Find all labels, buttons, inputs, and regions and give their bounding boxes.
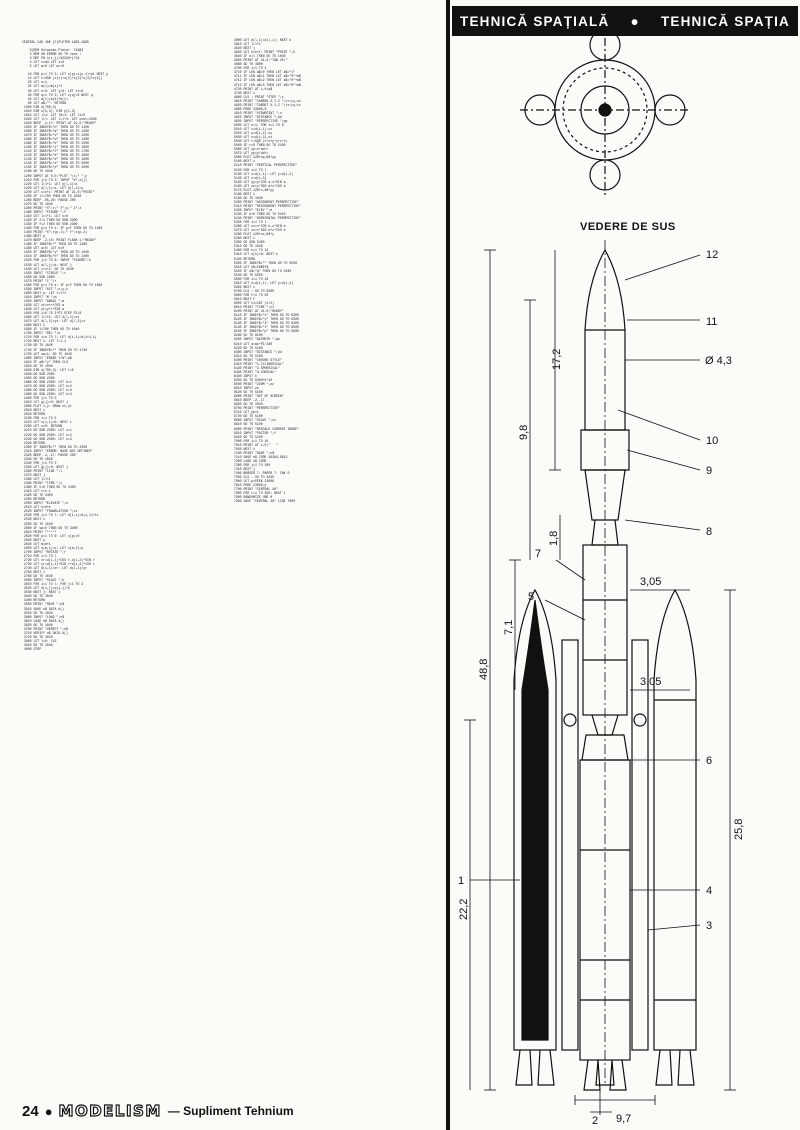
part-number-6: 6 <box>706 755 712 767</box>
column-divider <box>446 0 450 1130</box>
dim-7-1: 7,1 <box>503 620 515 635</box>
part-number-8: 8 <box>706 526 712 538</box>
dim-3-05-bottom: 3,05 <box>640 676 661 688</box>
part-number-4: 4 <box>706 885 712 897</box>
part-number-labels: 12 11 10 9 8 7 5 6 4 3 1 2 <box>458 249 718 1127</box>
banner-right-text: TEHNICĂ SPAȚIA <box>660 13 790 29</box>
section-banner: TEHNICĂ SPAȚIALĂ ● TEHNICĂ SPAȚIA <box>452 6 798 36</box>
dim-9-8: 9,8 <box>518 425 530 440</box>
part-number-5: 5 <box>528 591 534 603</box>
supplement-title: — Supliment Tehnium <box>167 1104 294 1118</box>
left-booster <box>513 588 557 1086</box>
dim-diameter-4-3: Ø 4,3 <box>705 355 732 367</box>
page-number: 24 <box>22 1102 39 1120</box>
part-number-7: 7 <box>535 548 541 560</box>
part-number-9: 9 <box>706 465 712 477</box>
magazine-logo: MODELISM <box>58 1101 162 1120</box>
basic-listing-column-2: 4600 LET d(l,1)=d(l,1): NEXT k 4610 LET … <box>233 38 301 504</box>
dim-25-8: 25,8 <box>733 819 745 840</box>
part-number-2: 2 <box>592 1115 598 1127</box>
rocket-core <box>579 248 631 1091</box>
dim-22-2: 22,2 <box>458 899 470 920</box>
banner-bullet-icon: ● <box>630 13 640 29</box>
part-number-11: 11 <box>706 316 717 328</box>
dim-9-7: 9,7 <box>616 1113 631 1125</box>
dim-17-2: 17,2 <box>551 349 563 370</box>
listing-header: CENTRAL CAD 48K (C)PLETER 1983,1985 0)RE… <box>22 40 89 69</box>
banner-left-text: TEHNICĂ SPAȚIALĂ <box>460 13 610 29</box>
listing-body-1: 10 FOR p=1 TO 3: LET x(p)=x(p-1)+p1 NEXT… <box>23 72 109 651</box>
rocket-technical-drawing: 12 11 10 9 8 7 5 6 4 3 1 2 17,2 Ø 4,3 9,… <box>458 36 745 1127</box>
basic-listing-column-1: CENTRAL CAD 48K (C)PLETER 1983,1985 0)RE… <box>22 40 232 1095</box>
footer-bullet-icon: ● <box>44 1103 53 1119</box>
dim-48-8: 48,8 <box>478 659 490 680</box>
dimension-labels: 17,2 Ø 4,3 9,8 1,8 3,05 7,1 48,8 3,05 25… <box>458 349 745 1125</box>
part-leader-lines <box>470 254 701 1115</box>
dim-3-05-top: 3,05 <box>640 576 661 588</box>
top-view-label: VEDERE DE SUS <box>580 221 676 233</box>
part-number-10: 10 <box>706 435 718 447</box>
strap-on-tanks <box>561 639 649 1051</box>
part-number-3: 3 <box>706 920 712 932</box>
part-number-12: 12 <box>706 249 718 261</box>
right-booster <box>653 588 697 1086</box>
dimension-lines <box>464 249 736 1113</box>
dim-1-8: 1,8 <box>548 531 560 546</box>
part-number-1: 1 <box>458 875 464 887</box>
top-view <box>520 36 690 195</box>
page-footer: 24 ● MODELISM — Supliment Tehnium <box>22 1101 294 1120</box>
